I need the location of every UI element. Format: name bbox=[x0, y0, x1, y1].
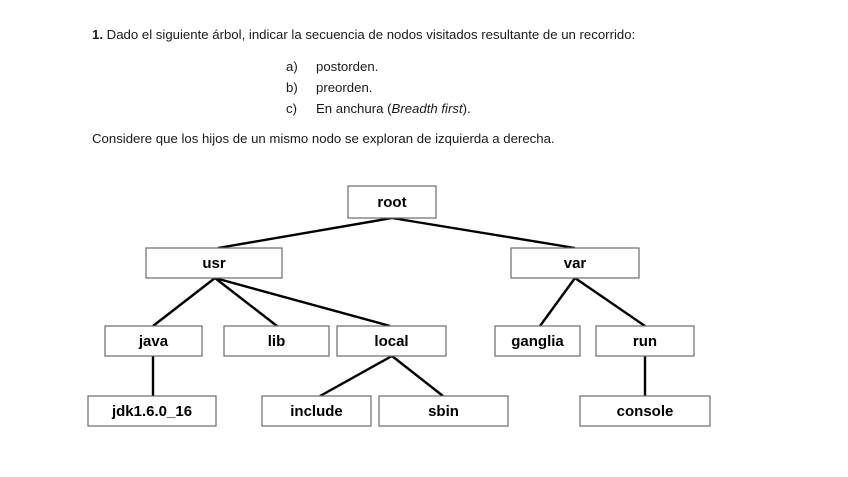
option-label-c-suffix: ). bbox=[462, 101, 471, 117]
tree-node-local[interactable]: local bbox=[336, 325, 447, 357]
tree-edge-root-usr bbox=[217, 216, 393, 250]
tree-nodes: root usr var java lib local ganglia run jdk1.6.0… bbox=[87, 185, 711, 427]
option-item-b: b) preorden. bbox=[286, 81, 706, 94]
tree-node-box-include bbox=[261, 395, 372, 427]
tree-node-sbin[interactable]: sbin bbox=[378, 395, 509, 427]
tree-edge-usr-local bbox=[214, 276, 391, 328]
question-number: 1. bbox=[92, 27, 103, 42]
option-marker-c: c) bbox=[286, 101, 297, 117]
tree-node-label-console: console bbox=[617, 403, 674, 420]
tree-edge-usr-lib bbox=[214, 277, 278, 327]
tree-node-box-java bbox=[104, 325, 203, 357]
option-marker-b: b) bbox=[286, 80, 298, 96]
tree-node-box-local bbox=[336, 325, 447, 357]
tree-node-jdk[interactable]: jdk1.6.0_16 bbox=[87, 395, 217, 427]
option-item-a: a) postorden. bbox=[286, 60, 706, 73]
tree-node-label-jdk: jdk1.6.0_16 bbox=[111, 403, 192, 420]
tree-node-box-usr bbox=[145, 247, 283, 279]
tree-edge-var-run bbox=[574, 277, 646, 327]
tree-node-label-sbin: sbin bbox=[428, 403, 459, 420]
tree-node-ganglia[interactable]: ganglia bbox=[494, 325, 581, 357]
tree-node-include[interactable]: include bbox=[261, 395, 372, 427]
option-marker-a: a) bbox=[286, 59, 298, 74]
tree-node-lib[interactable]: lib bbox=[223, 325, 330, 357]
question-note: Considere que los hijos de un mismo nodo… bbox=[92, 131, 555, 146]
option-label-b: preorden. bbox=[316, 80, 373, 96]
tree-node-label-usr: usr bbox=[202, 255, 226, 272]
tree-node-box-run bbox=[595, 325, 695, 357]
tree-node-box-ganglia bbox=[494, 325, 581, 357]
tree-node-run[interactable]: run bbox=[595, 325, 695, 357]
tree-edge-local-sbin bbox=[391, 355, 444, 397]
tree-node-label-local: local bbox=[374, 333, 408, 350]
tree-node-label-run: run bbox=[633, 333, 657, 350]
tree-node-label-include: include bbox=[290, 403, 343, 420]
question-block: 1. Dado el siguiente árbol, indicar la s… bbox=[92, 26, 792, 44]
tree-node-box-var bbox=[510, 247, 640, 279]
tree-node-label-ganglia: ganglia bbox=[511, 333, 564, 350]
tree-node-console[interactable]: console bbox=[579, 395, 711, 427]
tree-node-label-var: var bbox=[564, 255, 587, 272]
tree-node-box-lib bbox=[223, 325, 330, 357]
tree-edge-root-var bbox=[391, 216, 576, 250]
question-text: Dado el siguiente árbol, indicar la secu… bbox=[106, 27, 636, 42]
tree-node-box-console bbox=[579, 395, 711, 427]
tree-node-usr[interactable]: usr bbox=[145, 247, 283, 279]
tree-node-box-sbin bbox=[378, 395, 509, 427]
options-list: a) postorden. b) preorden. c) En anchura… bbox=[286, 60, 706, 124]
tree-edge-local-include bbox=[319, 354, 393, 398]
option-label-c: En anchura (Breadth first). bbox=[316, 102, 471, 115]
tree-edge-usr-java bbox=[152, 277, 216, 327]
tree-node-label-root: root bbox=[377, 194, 406, 211]
option-label-c-emphasis: Breadth first bbox=[391, 101, 463, 117]
tree-node-label-lib: lib bbox=[268, 333, 286, 350]
question-heading: 1. Dado el siguiente árbol, indicar la s… bbox=[92, 26, 792, 44]
tree-edge-var-ganglia bbox=[539, 277, 576, 327]
tree-node-var[interactable]: var bbox=[510, 247, 640, 279]
tree-node-label-java: java bbox=[138, 333, 169, 350]
tree-edges bbox=[151, 216, 647, 398]
tree-node-box-jdk bbox=[87, 395, 217, 427]
option-label-c-prefix: En anchura ( bbox=[316, 101, 392, 117]
option-label-a: postorden. bbox=[316, 59, 379, 74]
option-item-c: c) En anchura (Breadth first). bbox=[286, 102, 706, 115]
tree-node-root[interactable]: root bbox=[347, 185, 437, 219]
tree-node-box-root bbox=[347, 185, 437, 219]
tree-node-java[interactable]: java bbox=[104, 325, 203, 357]
